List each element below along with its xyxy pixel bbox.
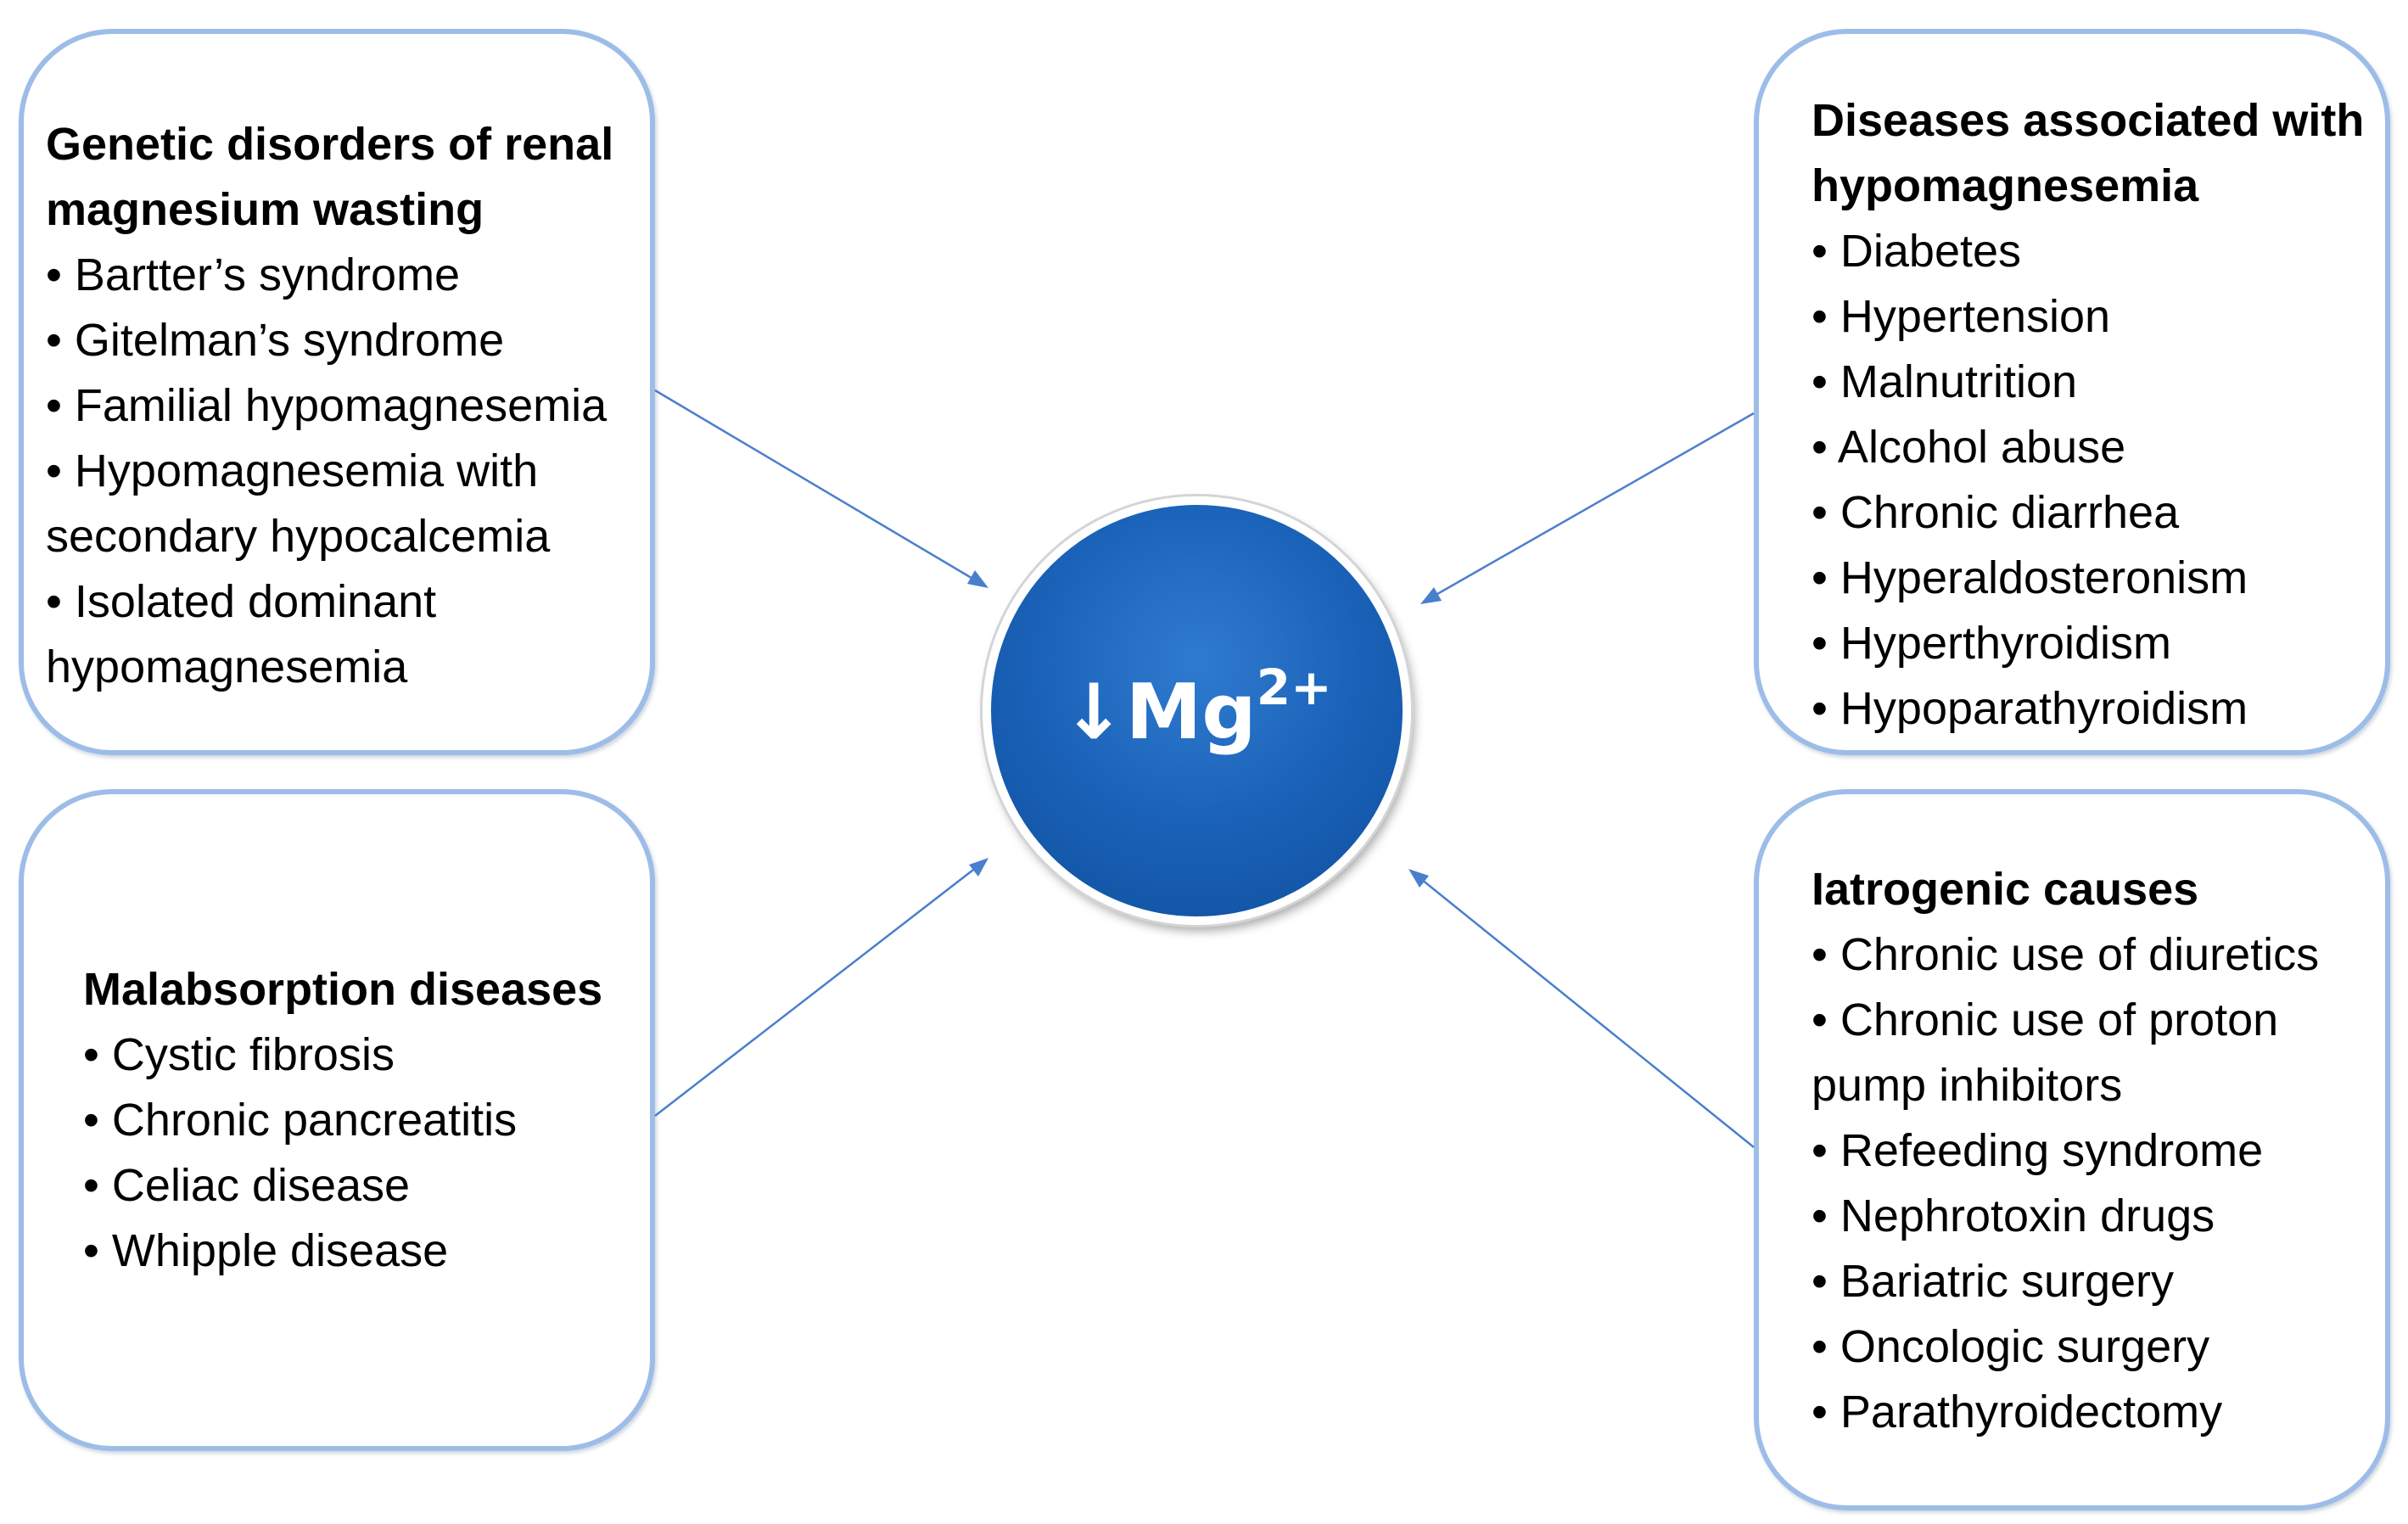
list-item: • Hypomagnesemia with bbox=[46, 445, 539, 496]
list-item: • Celiac disease bbox=[83, 1160, 411, 1211]
list-item: • Refeeding syndrome bbox=[1812, 1125, 2264, 1176]
list-item: • Parathyroidectomy bbox=[1812, 1387, 2223, 1437]
iatrogenic-causes-content: Iatrogenic causes • Chronic use of diure… bbox=[1812, 857, 2319, 1445]
list-item: • Familial hypomagnesemia bbox=[46, 380, 608, 431]
list-item: • Gitelman’s syndrome bbox=[46, 315, 505, 366]
arrowhead-malabsorption bbox=[969, 858, 988, 877]
arrowhead-iatrogenic bbox=[1408, 869, 1429, 888]
arrowhead-genetic bbox=[967, 570, 988, 588]
malabsorption-diseases-list: • Cystic fibrosis • Chronic pancreatitis… bbox=[83, 1023, 602, 1284]
list-item: • Isolated dominant bbox=[46, 576, 437, 627]
malabsorption-diseases-content: Malabsorption diseases • Cystic fibrosis… bbox=[83, 957, 602, 1284]
list-item: • Oncologic surgery bbox=[1812, 1321, 2210, 1372]
list-item: • Chronic use of diuretics bbox=[1812, 929, 2320, 980]
diseases-title-line1: Diseases associated with bbox=[1812, 95, 2365, 146]
list-item: • Alcohol abuse bbox=[1812, 422, 2126, 473]
associated-diseases-title: Diseases associated with hypomagnesemia bbox=[1812, 88, 2364, 219]
list-item: • Malnutrition bbox=[1812, 356, 2078, 407]
diseases-title-line2: hypomagnesemia bbox=[1812, 160, 2199, 211]
list-item: secondary hypocalcemia bbox=[46, 511, 551, 562]
iatrogenic-causes-title: Iatrogenic causes bbox=[1812, 864, 2199, 915]
iatrogenic-causes-list: • Chronic use of diuretics • Chronic use… bbox=[1812, 922, 2319, 1445]
genetic-title-line1: Genetic disorders of renal bbox=[46, 119, 614, 170]
arrow-genetic-to-center bbox=[654, 389, 985, 587]
genetic-title-line2: magnesium wasting bbox=[46, 184, 484, 235]
list-item: • Nephrotoxin drugs bbox=[1812, 1191, 2215, 1241]
genetic-disorders-content: Genetic disorders of renal magnesium was… bbox=[46, 112, 613, 700]
low-magnesium-circle: ↓Mg2+ bbox=[983, 496, 1411, 925]
arrowhead-diseases bbox=[1420, 587, 1442, 604]
list-item: • Cystic fibrosis bbox=[83, 1029, 395, 1080]
list-item: • Chronic diarrhea bbox=[1812, 487, 2180, 538]
list-item: • Bariatric surgery bbox=[1812, 1256, 2175, 1307]
arrow-iatrogenic-to-center bbox=[1412, 871, 1755, 1148]
magnesium-symbol: Mg bbox=[1125, 668, 1257, 757]
list-item: • Hypertension bbox=[1812, 291, 2111, 342]
list-item: • Chronic use of proton bbox=[1812, 995, 2279, 1045]
malabsorption-diseases-box bbox=[19, 789, 655, 1451]
associated-diseases-content: Diseases associated with hypomagnesemia … bbox=[1812, 88, 2364, 742]
iatrogenic-causes-box bbox=[1754, 789, 2390, 1510]
magnesium-charge: 2+ bbox=[1256, 658, 1332, 716]
list-item: • Chronic pancreatitis bbox=[83, 1095, 518, 1146]
list-item: • Hyperthyroidism bbox=[1812, 618, 2172, 669]
arrow-diseases-to-center bbox=[1425, 412, 1755, 602]
list-item: • Diabetes bbox=[1812, 226, 2022, 277]
associated-diseases-box bbox=[1754, 29, 2390, 755]
genetic-disorders-list: • Bartter’s syndrome • Gitelman’s syndro… bbox=[46, 243, 613, 700]
associated-diseases-list: • Diabetes • Hypertension • Malnutrition… bbox=[1812, 219, 2364, 742]
malabsorption-diseases-title: Malabsorption diseases bbox=[83, 964, 603, 1015]
arrow-malabsorption-to-center bbox=[654, 860, 985, 1117]
list-item: • Bartter’s syndrome bbox=[46, 249, 461, 300]
genetic-disorders-title: Genetic disorders of renal magnesium was… bbox=[46, 112, 613, 243]
list-item: • Whipple disease bbox=[83, 1225, 449, 1276]
list-item: • Hyperaldosteronism bbox=[1812, 552, 2248, 603]
down-arrow-icon: ↓ bbox=[1061, 668, 1126, 757]
list-item: • Hypoparathyroidism bbox=[1812, 683, 2248, 734]
list-item: pump inhibitors bbox=[1812, 1060, 2123, 1111]
low-magnesium-label: ↓Mg2+ bbox=[991, 663, 1403, 759]
list-item: hypomagnesemia bbox=[46, 642, 408, 692]
genetic-disorders-box bbox=[19, 29, 655, 755]
